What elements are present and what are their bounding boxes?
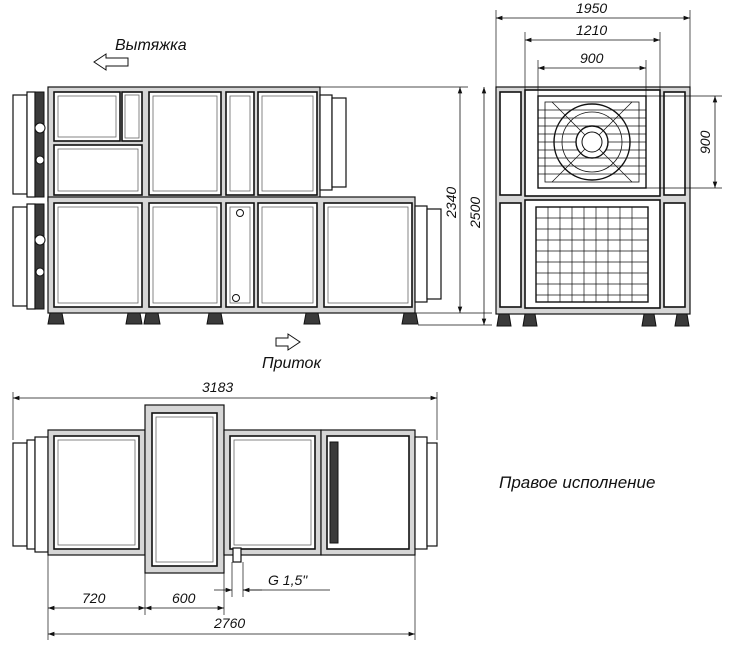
dim-section-width: 600 — [172, 590, 196, 606]
dim-length-body: 2760 — [213, 615, 245, 631]
dim-height-lower: 2340 — [443, 187, 459, 219]
dim-length-total: 3183 — [202, 379, 233, 395]
front-view: Вытяжка Приток — [12, 37, 492, 372]
side-view: 1950 1210 900 900 — [495, 0, 722, 327]
fan-grille — [537, 95, 647, 189]
dim-width-total: 1950 — [576, 0, 607, 16]
dim-offset: 720 — [82, 590, 106, 606]
supply-arrow-icon — [275, 333, 301, 351]
dim-height-total: 2500 — [467, 197, 483, 229]
left-ducts — [12, 91, 46, 310]
dim-width-inner: 1210 — [576, 22, 607, 38]
dim-fan-height: 900 — [697, 130, 713, 154]
filter-grid — [535, 206, 649, 303]
dim-fan-width: 900 — [580, 50, 604, 66]
pipe-size-label: G 1,5" — [268, 572, 308, 588]
version-label: Правое исполнение — [499, 473, 655, 492]
exhaust-label: Вытяжка — [115, 37, 187, 54]
supply-label: Приток — [262, 355, 322, 372]
exhaust-arrow-icon — [93, 53, 129, 71]
top-view: 3183 G 1,5" 72 — [12, 379, 655, 640]
